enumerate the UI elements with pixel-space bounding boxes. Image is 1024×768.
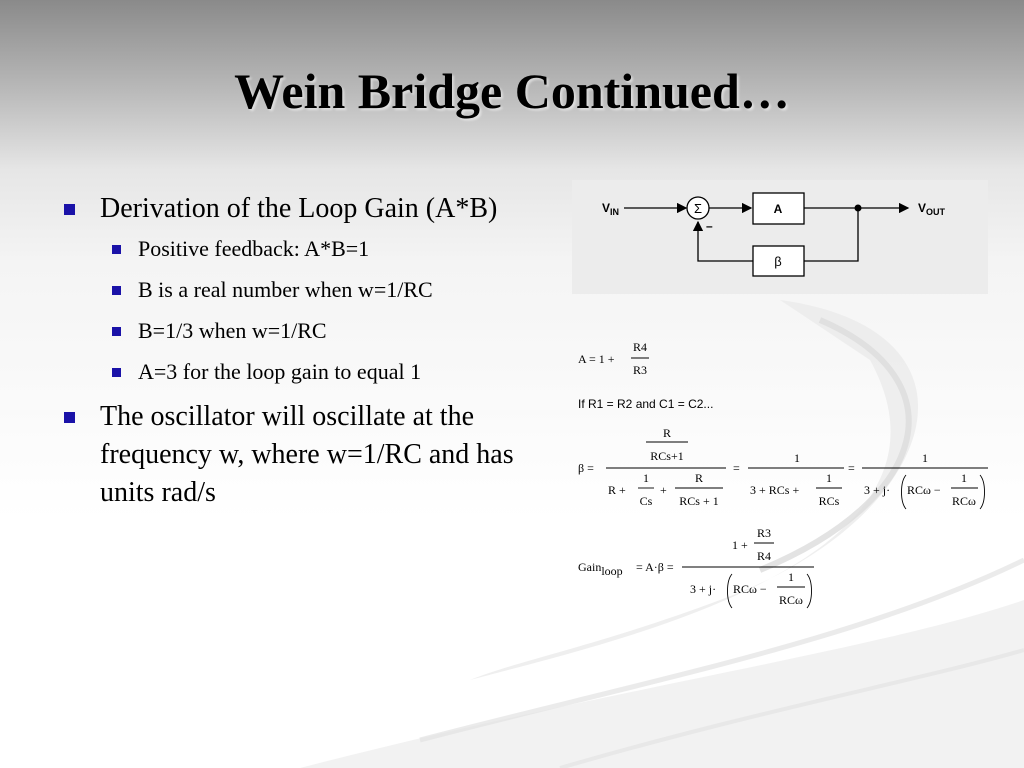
- b1-den-f2-num: R: [695, 471, 703, 485]
- b1-den-f2-den: RCs + 1: [679, 494, 718, 508]
- b2-den-a: 3 + RCs +: [750, 483, 799, 497]
- gain-equals: = A·β =: [636, 560, 674, 574]
- amplifier-gain-equation: A = 1 + R4 R3: [578, 340, 649, 377]
- beta-equation: β = R RCs+1 R + 1 Cs + R RCs + 1 = 1 3 +…: [578, 426, 988, 510]
- b1-num-bottom: RCs+1: [650, 449, 683, 463]
- bullet-square-icon: [112, 327, 121, 336]
- sub-bullet-text: B is a real number when w=1/RC: [138, 277, 433, 302]
- block-beta: [752, 245, 805, 277]
- bullet-list: Derivation of the Loop Gain (A*B) Positi…: [62, 190, 542, 518]
- b1-den-f1-num: 1: [643, 471, 649, 485]
- block-a-label: A: [774, 202, 783, 216]
- equations-block: A = 1 + R4 R3 β = R RCs+1 R + 1 Cs + R R…: [578, 340, 988, 609]
- equal-components-condition: If R1 = R2 and C1 = C2...: [578, 397, 714, 411]
- g-den-b: RCω −: [733, 582, 767, 596]
- bullet-item: The oscillator will oscillate at the fre…: [62, 398, 542, 512]
- beta-lhs: β =: [578, 461, 594, 475]
- bullet-square-icon: [112, 286, 121, 295]
- sub-bullet-text: B=1/3 when w=1/RC: [138, 318, 327, 343]
- g-num-a: 1 +: [732, 538, 748, 552]
- block-diagram-svg: VIN Σ – A VOUT β: [602, 192, 946, 277]
- minus-sign: –: [706, 219, 713, 233]
- b2-den-f-den: RCs: [819, 494, 840, 508]
- sub-bullet-text: Positive feedback: A*B=1: [138, 236, 370, 261]
- sub-bullet-item: B=1/3 when w=1/RC: [108, 316, 542, 346]
- b1-den-f1-den: Cs: [640, 494, 653, 508]
- bullet-text: The oscillator will oscillate at the fre…: [100, 401, 514, 508]
- bullet-item: Derivation of the Loop Gain (A*B): [62, 190, 542, 228]
- a-lhs: A = 1 +: [578, 352, 615, 366]
- sub-bullet-item: A=3 for the loop gain to equal 1: [108, 357, 542, 387]
- b1-den-plus: +: [660, 483, 667, 497]
- gain-lhs: Gainloop: [578, 560, 623, 578]
- b3-den-b: RCω −: [907, 483, 941, 497]
- b-equals-2: =: [848, 461, 855, 475]
- g-den-f-den: RCω: [779, 593, 803, 607]
- feedback-path-out: [804, 208, 859, 262]
- g-den-f-num: 1: [788, 570, 794, 584]
- slide-title: Wein Bridge Continued…: [234, 63, 790, 119]
- b3-den-f-num: 1: [961, 471, 967, 485]
- vout-label: VOUT: [918, 201, 946, 217]
- b3-den-a: 3 + j·: [864, 483, 890, 497]
- sub-bullet-item: B is a real number when w=1/RC: [108, 275, 542, 305]
- block-beta-label: β: [774, 254, 781, 269]
- b1-num-top: R: [663, 426, 671, 440]
- b2-numerator: 1: [794, 451, 800, 465]
- g-num-f-num: R3: [757, 526, 771, 540]
- b2-den-f-num: 1: [826, 471, 832, 485]
- bullet-text: Derivation of the Loop Gain (A*B): [100, 193, 498, 224]
- g-den-a: 3 + j·: [690, 582, 716, 596]
- a-denominator: R3: [633, 363, 647, 377]
- b1-den-r: R +: [608, 483, 626, 497]
- bullet-square-icon: [64, 412, 75, 423]
- bullet-square-icon: [112, 245, 121, 254]
- b3-numerator: 1: [922, 451, 928, 465]
- g-num-f-den: R4: [757, 549, 771, 563]
- b3-den-f-den: RCω: [952, 494, 976, 508]
- sub-bullet-item: Positive feedback: A*B=1: [108, 234, 542, 264]
- a-numerator: R4: [633, 340, 647, 354]
- loop-gain-equation: Gainloop = A·β = 1 + R3 R4 3 + j· RCω − …: [578, 526, 814, 609]
- sigma-symbol: Σ: [694, 201, 702, 216]
- vin-label: VIN: [602, 201, 619, 217]
- bullet-square-icon: [112, 368, 121, 377]
- feedback-block-diagram: VIN Σ – A VOUT β: [572, 180, 988, 294]
- sub-bullet-text: A=3 for the loop gain to equal 1: [138, 359, 422, 384]
- b-equals-1: =: [733, 461, 740, 475]
- feedback-path-in: [692, 220, 753, 262]
- bullet-square-icon: [64, 204, 75, 215]
